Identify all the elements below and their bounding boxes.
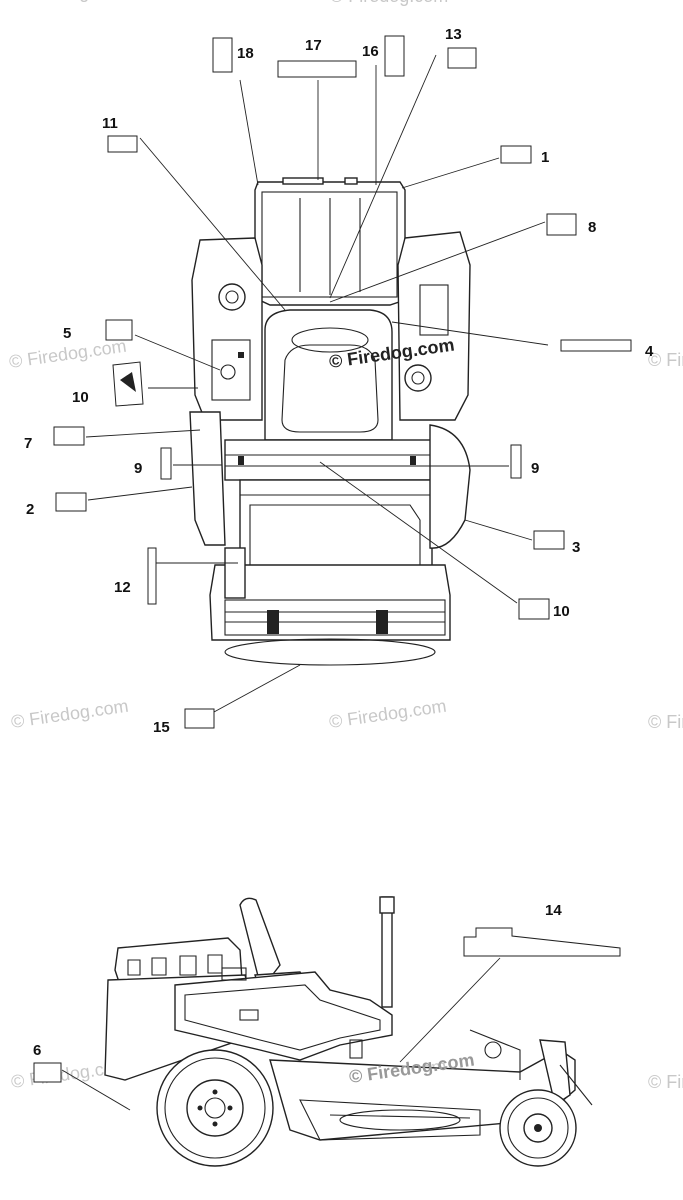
- decal-14: [447, 47, 477, 69]
- callout-label: 9: [134, 460, 142, 477]
- decal-19: [212, 37, 233, 73]
- decal-12: [107, 135, 138, 153]
- decal-5: [105, 319, 133, 341]
- callout-label: 13: [445, 26, 462, 43]
- callout-label: 12: [114, 579, 131, 596]
- decal-16: [184, 708, 215, 729]
- mower-deck-outline: [224, 638, 436, 666]
- decal-6: [33, 1062, 62, 1083]
- callout-label: 10: [553, 603, 570, 620]
- callout-label: 1: [541, 149, 549, 166]
- decal-3: [533, 530, 565, 550]
- seat-back: [239, 897, 281, 979]
- callout-label: 17: [305, 37, 322, 54]
- decal-9-left: [160, 447, 172, 480]
- watermark-text: © Firedog.com: [648, 712, 683, 732]
- decal-13: [147, 547, 157, 605]
- callout-label: 3: [572, 539, 580, 556]
- watermark-text: © Firedog.com: [328, 696, 448, 732]
- callout-label: 14: [545, 902, 562, 919]
- callout-label: 10: [72, 389, 89, 406]
- decal-10: [518, 598, 550, 620]
- top-view-callouts: 18 17 16 13 11 1 8 4 5 1: [24, 26, 654, 736]
- watermark-text: © Firedog.com: [330, 0, 448, 6]
- right-deck-guard: [429, 424, 471, 549]
- caster-fork: [539, 1039, 571, 1107]
- decal-15: [463, 927, 621, 957]
- callout-label: 8: [588, 219, 596, 236]
- decal-7: [53, 426, 85, 446]
- watermark-text: © Firedog.com: [648, 1072, 683, 1092]
- decal-17: [384, 35, 405, 77]
- callout-label: 15: [153, 719, 170, 736]
- callout-label: 11: [102, 115, 118, 132]
- foot-frame: [239, 479, 433, 571]
- callout-label: 5: [63, 325, 71, 342]
- decal-9-right: [510, 444, 522, 479]
- fuel-cap-right: [404, 364, 432, 392]
- decal-18: [277, 60, 357, 78]
- callout-label: 16: [362, 43, 379, 60]
- control-handle-frame: [224, 439, 436, 481]
- left-fender: [191, 237, 263, 421]
- fender-body: [174, 971, 393, 1061]
- callout-label: 7: [24, 435, 32, 452]
- callout-label: 6: [33, 1042, 41, 1059]
- callout-label: 9: [531, 460, 539, 477]
- mower-deck: [269, 1049, 576, 1141]
- fuel-cap-left: [218, 283, 246, 311]
- callout-label: 2: [26, 501, 34, 518]
- front-footrest: [209, 564, 451, 641]
- seat: [264, 309, 393, 441]
- decal-2: [55, 492, 87, 512]
- decal-8: [546, 213, 577, 236]
- decal-1: [500, 145, 532, 164]
- hood-panel: [261, 191, 398, 298]
- watermark-text: © Firedog.com: [10, 696, 130, 732]
- right-fender: [397, 231, 471, 421]
- watermark-text: © Firedog.com: [648, 350, 683, 370]
- side-view: © Firedog.com: [104, 896, 593, 1167]
- left-deck-guard: [189, 411, 226, 546]
- watermark-text: © Firedog.com: [10, 0, 128, 2]
- decal-4: [560, 339, 632, 352]
- callout-label: 18: [237, 45, 254, 62]
- callout-label: 4: [645, 343, 654, 360]
- top-view: © Firedog.com: [189, 177, 471, 666]
- side-view-callouts: 14 6: [33, 902, 621, 1111]
